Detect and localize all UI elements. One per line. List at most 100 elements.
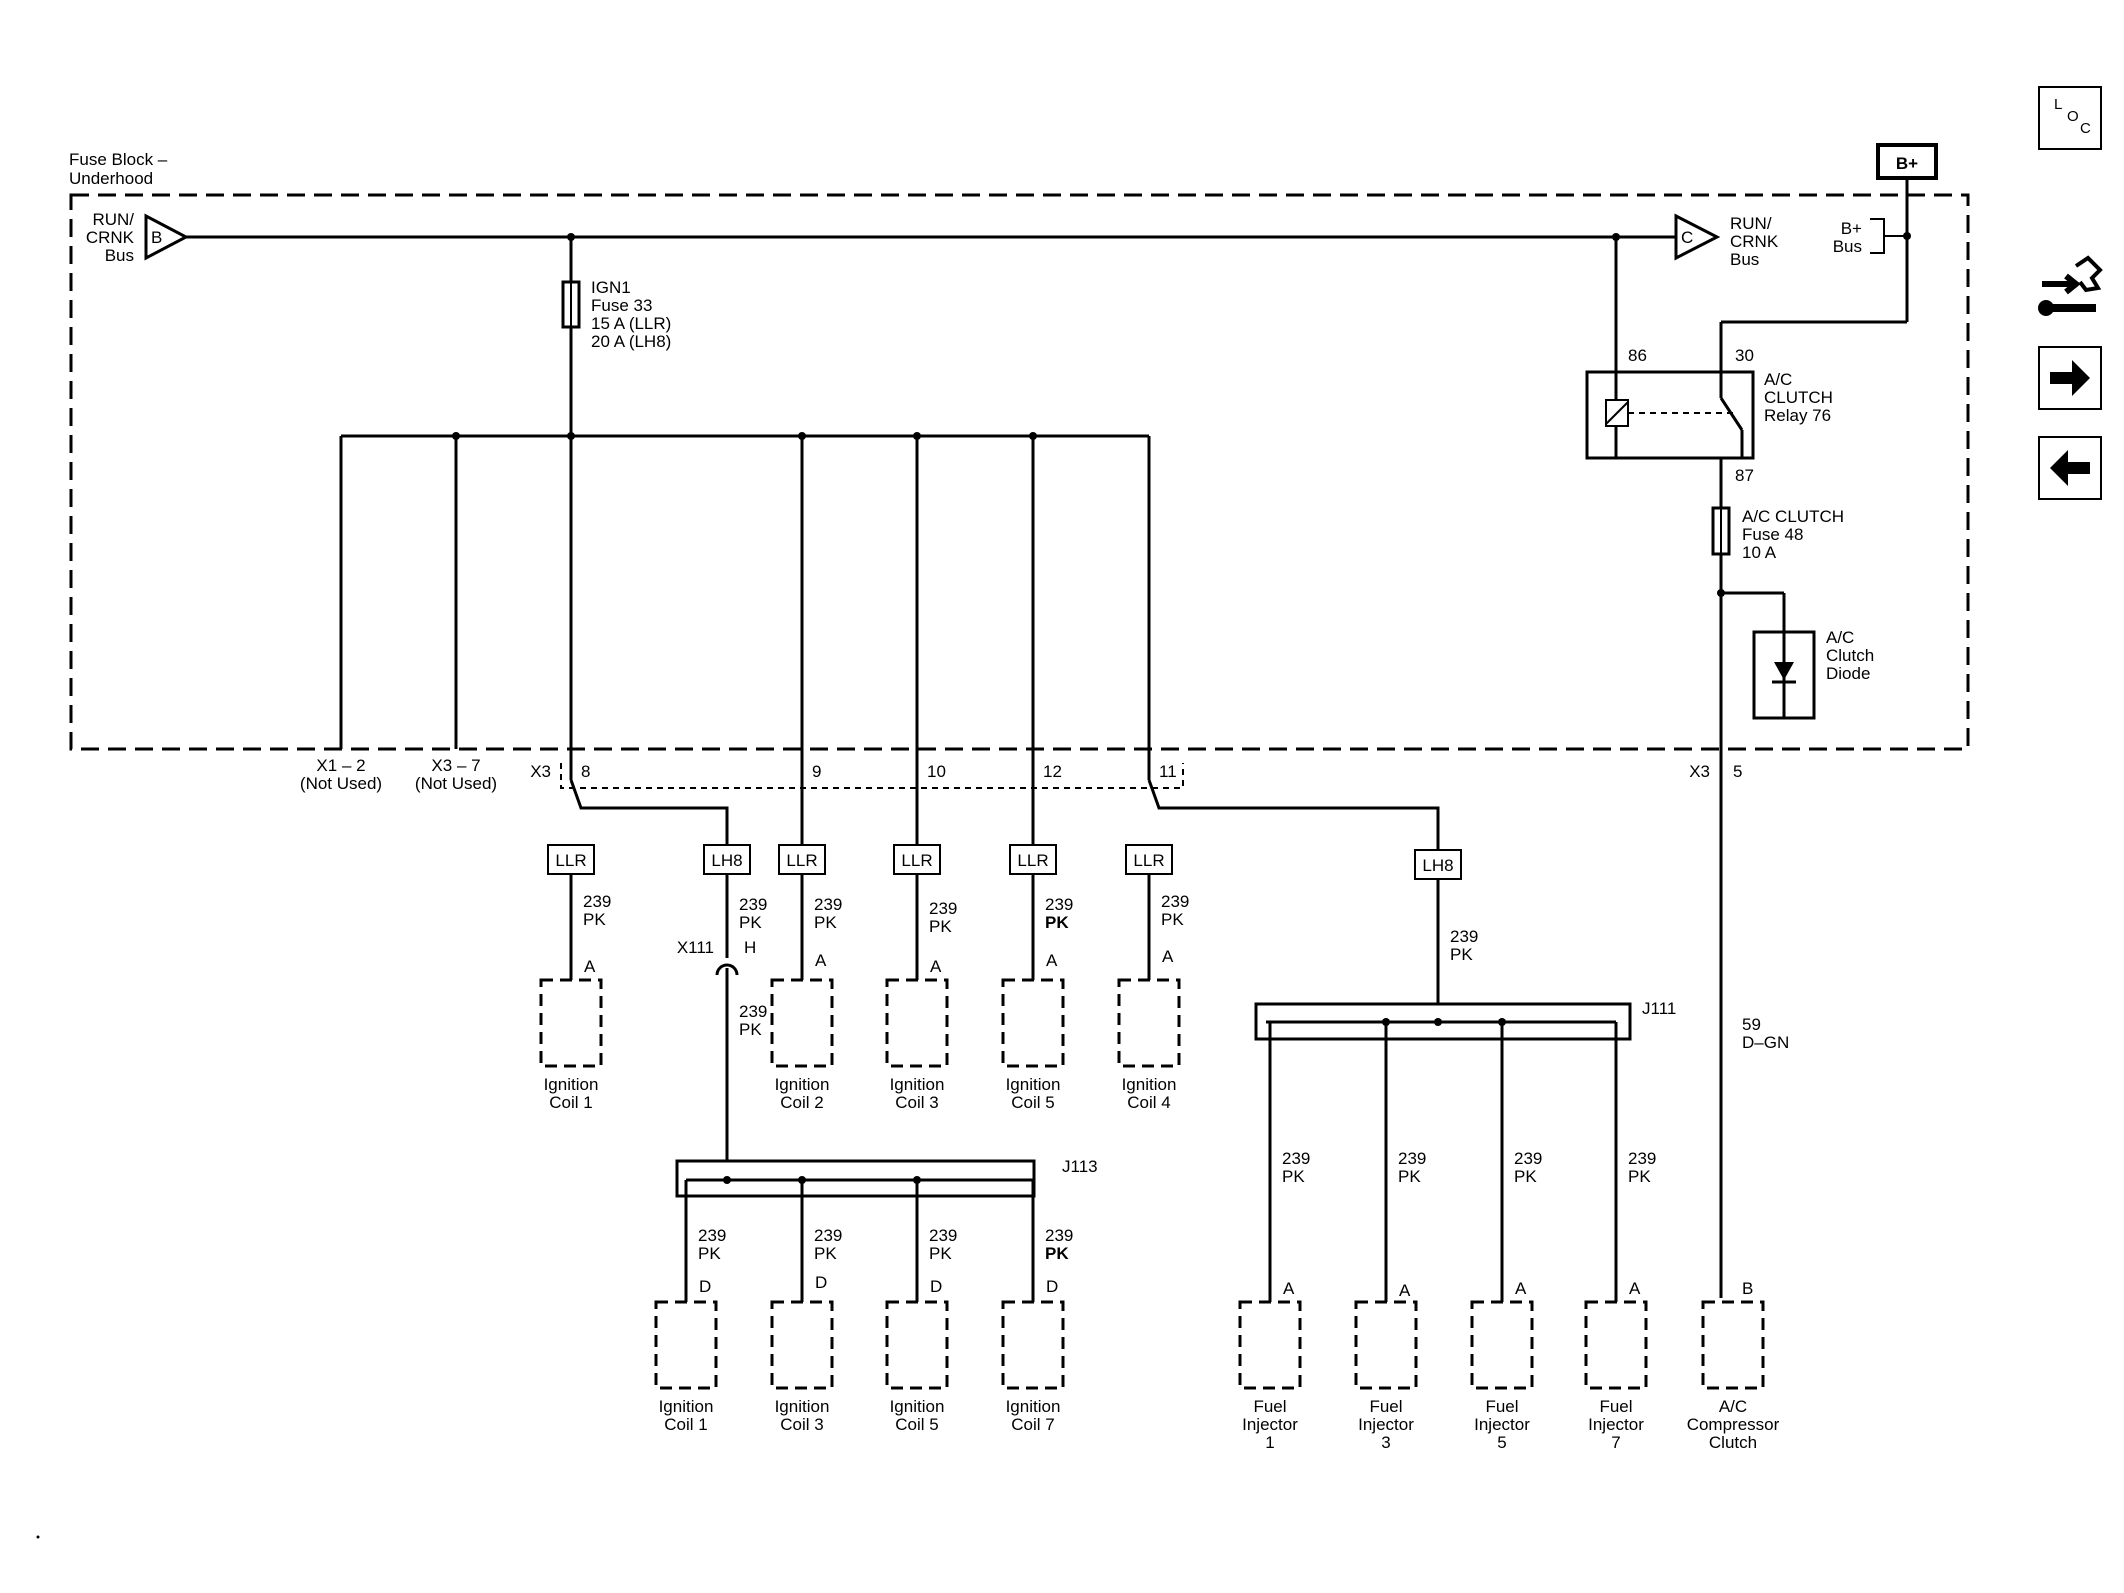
svg-text:Fuel: Fuel [1369, 1397, 1402, 1416]
svg-text:Ignition: Ignition [544, 1075, 599, 1094]
conn-pin-5: 5 [1733, 762, 1742, 781]
relay-pin-86: 86 [1628, 346, 1647, 365]
svg-text:A: A [815, 951, 827, 970]
j111-splice-pack: J111 [1254, 999, 1676, 1041]
option-llr-10: LLR [893, 844, 941, 875]
conn-x1-2: X1 – 2 [316, 756, 365, 775]
conn-x3: X3 [530, 762, 551, 781]
ignition-coil-5-upper: Ignition Coil 5 [1001, 978, 1065, 1112]
svg-text:239: 239 [1398, 1149, 1426, 1168]
diode-line3: Diode [1826, 664, 1870, 683]
fuse33-line2: Fuse 33 [591, 296, 652, 315]
svg-text:Ignition: Ignition [659, 1397, 714, 1416]
svg-text:PK: PK [929, 917, 952, 936]
svg-text:239: 239 [814, 895, 842, 914]
x111-pin-h: H [744, 938, 756, 957]
option-llr-12: LLR [1009, 844, 1057, 875]
bplus-bus-line1: B+ [1841, 219, 1862, 238]
svg-text:A: A [1283, 1279, 1295, 1298]
svg-text:PK: PK [1450, 945, 1473, 964]
svg-text:PK: PK [739, 913, 762, 932]
svg-text:A: A [1399, 1281, 1411, 1300]
fuse48-line3: 10 A [1742, 543, 1777, 562]
svg-text:LLR: LLR [901, 851, 932, 870]
ignition-coil-4: Ignition Coil 4 [1117, 978, 1181, 1112]
svg-text:PK: PK [739, 1020, 762, 1039]
svg-text:PK: PK [1045, 1244, 1069, 1263]
svg-text:239: 239 [929, 899, 957, 918]
svg-text:LLR: LLR [1017, 851, 1048, 870]
svg-text:239: 239 [1161, 892, 1189, 911]
conn-pin-12: 12 [1043, 762, 1062, 781]
svg-text:PK: PK [814, 913, 837, 932]
fuel-injector-3: Fuel Injector 3 [1354, 1300, 1418, 1452]
svg-text:A: A [1515, 1279, 1527, 1298]
arrow-left-icon [2050, 450, 2090, 486]
svg-text:PK: PK [1282, 1167, 1305, 1186]
svg-text:LLR: LLR [1133, 851, 1164, 870]
svg-text:PK: PK [1398, 1167, 1421, 1186]
svg-text:239: 239 [929, 1226, 957, 1245]
svg-text:PK: PK [814, 1244, 837, 1263]
svg-text:A: A [1629, 1279, 1641, 1298]
conn-pin-10: 10 [927, 762, 946, 781]
run-crnk-left-line1: RUN/ [92, 210, 134, 229]
svg-text:LH8: LH8 [1422, 856, 1453, 875]
run-crnk-left-line2: CRNK [86, 228, 135, 247]
option-lh8-11: LH8 [1414, 849, 1462, 880]
ignition-coil-3-upper: Ignition Coil 3 [885, 978, 949, 1112]
svg-text:5: 5 [1497, 1433, 1506, 1452]
conn-x1-2-note: (Not Used) [300, 774, 382, 793]
fuel-injector-5: Fuel Injector 5 [1470, 1300, 1534, 1452]
connector-tool-icon [2038, 255, 2103, 316]
diode-symbol [1774, 662, 1794, 680]
svg-text:A: A [1162, 947, 1174, 966]
loc-button[interactable]: L O C [2038, 86, 2102, 150]
fuse33-splice [567, 233, 575, 241]
svg-text:Coil 1: Coil 1 [549, 1093, 592, 1112]
fuse-block-outline [69, 193, 1970, 751]
relay76-line3: Relay 76 [1764, 406, 1831, 425]
bplus-bus-bracket [1870, 218, 1908, 254]
ignition-coil-2: Ignition Coil 2 [770, 978, 834, 1112]
svg-text:Coil 5: Coil 5 [895, 1415, 938, 1434]
next-page-button[interactable] [2038, 346, 2102, 410]
svg-text:PK: PK [1045, 913, 1069, 932]
svg-text:PK: PK [698, 1244, 721, 1263]
svg-text:239: 239 [1450, 927, 1478, 946]
conn-pin-11: 11 [1159, 762, 1177, 781]
run-crnk-right-line1: RUN/ [1730, 214, 1772, 233]
ac-wire-num: 59 [1742, 1015, 1761, 1034]
connector-tool-button[interactable] [2036, 248, 2106, 326]
conn-x3-b: X3 [1689, 762, 1710, 781]
svg-text:D: D [815, 1273, 827, 1292]
ac-compressor-clutch: A/C Compressor Clutch [1687, 1300, 1780, 1452]
svg-text:239: 239 [698, 1226, 726, 1245]
fuse-block-title-1: Fuse Block – [69, 150, 168, 169]
svg-text:Coil 4: Coil 4 [1127, 1093, 1170, 1112]
diode-line2: Clutch [1826, 646, 1874, 665]
svg-text:Ignition: Ignition [890, 1075, 945, 1094]
fuse48-line2: Fuse 48 [1742, 525, 1803, 544]
previous-page-button[interactable] [2038, 436, 2102, 500]
run-crnk-right-line2: CRNK [1730, 232, 1779, 251]
svg-text:D: D [699, 1277, 711, 1296]
svg-text:239: 239 [739, 1002, 767, 1021]
svg-text:239: 239 [1628, 1149, 1656, 1168]
run-crnk-right-pin: C [1681, 228, 1693, 247]
svg-text:LLR: LLR [786, 851, 817, 870]
fuel-injector-7: Fuel Injector 7 [1584, 1300, 1648, 1452]
svg-text:Fuel: Fuel [1485, 1397, 1518, 1416]
svg-text:Ignition: Ignition [1122, 1075, 1177, 1094]
option-llr-11: LLR [1125, 844, 1173, 875]
conn-pin-8: 8 [581, 762, 590, 781]
svg-text:Injector: Injector [1358, 1415, 1414, 1434]
svg-text:7: 7 [1611, 1433, 1620, 1452]
option-lh8-8: LH8 [703, 844, 751, 875]
relay-pin-87: 87 [1735, 466, 1754, 485]
svg-text:J113: J113 [1062, 1157, 1098, 1176]
conn-x3-7: X3 – 7 [431, 756, 480, 775]
svg-text:PK: PK [583, 910, 606, 929]
fuse33-line3: 15 A (LLR) [591, 314, 671, 333]
